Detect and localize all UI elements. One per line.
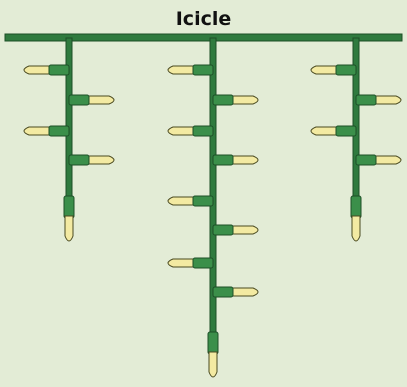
- bulb-glass: [167, 65, 198, 75]
- bulb-socket: [212, 154, 234, 166]
- bulb-glass: [167, 196, 198, 206]
- bulb-socket: [48, 64, 70, 76]
- bulb-glass: [23, 65, 54, 75]
- bulb-glass: [310, 65, 341, 75]
- side-bulb-right: [310, 125, 357, 137]
- side-bulb-right: [310, 64, 357, 76]
- side-bulb-middle: [212, 224, 259, 236]
- bulb-glass: [228, 225, 259, 235]
- bulb-socket: [68, 154, 90, 166]
- bulb-glass: [310, 126, 341, 136]
- bulb-glass: [228, 95, 259, 105]
- bottom-bulb-right: [350, 195, 362, 242]
- bulb-socket: [207, 331, 219, 355]
- bulb-glass: [208, 351, 218, 378]
- bulb-glass: [23, 126, 54, 136]
- strand-wire-right: [352, 37, 360, 199]
- bulb-socket: [192, 64, 214, 76]
- bulb-socket: [192, 125, 214, 137]
- bulb-glass: [371, 155, 402, 165]
- bulb-glass: [84, 95, 115, 105]
- side-bulb-middle: [167, 64, 214, 76]
- bulb-socket: [63, 195, 75, 219]
- bulb-glass: [351, 215, 361, 242]
- bulb-socket: [48, 125, 70, 137]
- bulb-socket: [192, 257, 214, 269]
- side-bulb-right: [355, 154, 402, 166]
- side-bulb-middle: [212, 286, 259, 298]
- bulb-socket: [212, 94, 234, 106]
- side-bulb-right: [355, 94, 402, 106]
- bulb-socket: [212, 224, 234, 236]
- side-bulb-left: [23, 64, 70, 76]
- bulb-glass: [64, 215, 74, 242]
- main-wire: [4, 33, 403, 42]
- diagram-title: Icicle: [175, 8, 232, 30]
- bulb-socket: [350, 195, 362, 219]
- side-bulb-middle: [212, 154, 259, 166]
- bulb-glass: [228, 287, 259, 297]
- bulb-glass: [228, 155, 259, 165]
- bulb-glass: [84, 155, 115, 165]
- side-bulb-middle: [167, 257, 214, 269]
- bulb-socket: [68, 94, 90, 106]
- side-bulb-left: [68, 154, 115, 166]
- bulb-socket: [355, 154, 377, 166]
- bulb-glass: [167, 258, 198, 268]
- bottom-bulb-left: [63, 195, 75, 242]
- side-bulb-middle: [167, 125, 214, 137]
- side-bulb-middle: [212, 94, 259, 106]
- bulb-socket: [212, 286, 234, 298]
- bottom-bulb-middle: [207, 331, 219, 378]
- bulb-glass: [371, 95, 402, 105]
- bulb-socket: [192, 195, 214, 207]
- bulb-socket: [355, 94, 377, 106]
- side-bulb-middle: [167, 195, 214, 207]
- strand-wire-left: [65, 37, 73, 199]
- side-bulb-left: [68, 94, 115, 106]
- bulb-glass: [167, 126, 198, 136]
- side-bulb-left: [23, 125, 70, 137]
- bulb-socket: [335, 125, 357, 137]
- bulb-socket: [335, 64, 357, 76]
